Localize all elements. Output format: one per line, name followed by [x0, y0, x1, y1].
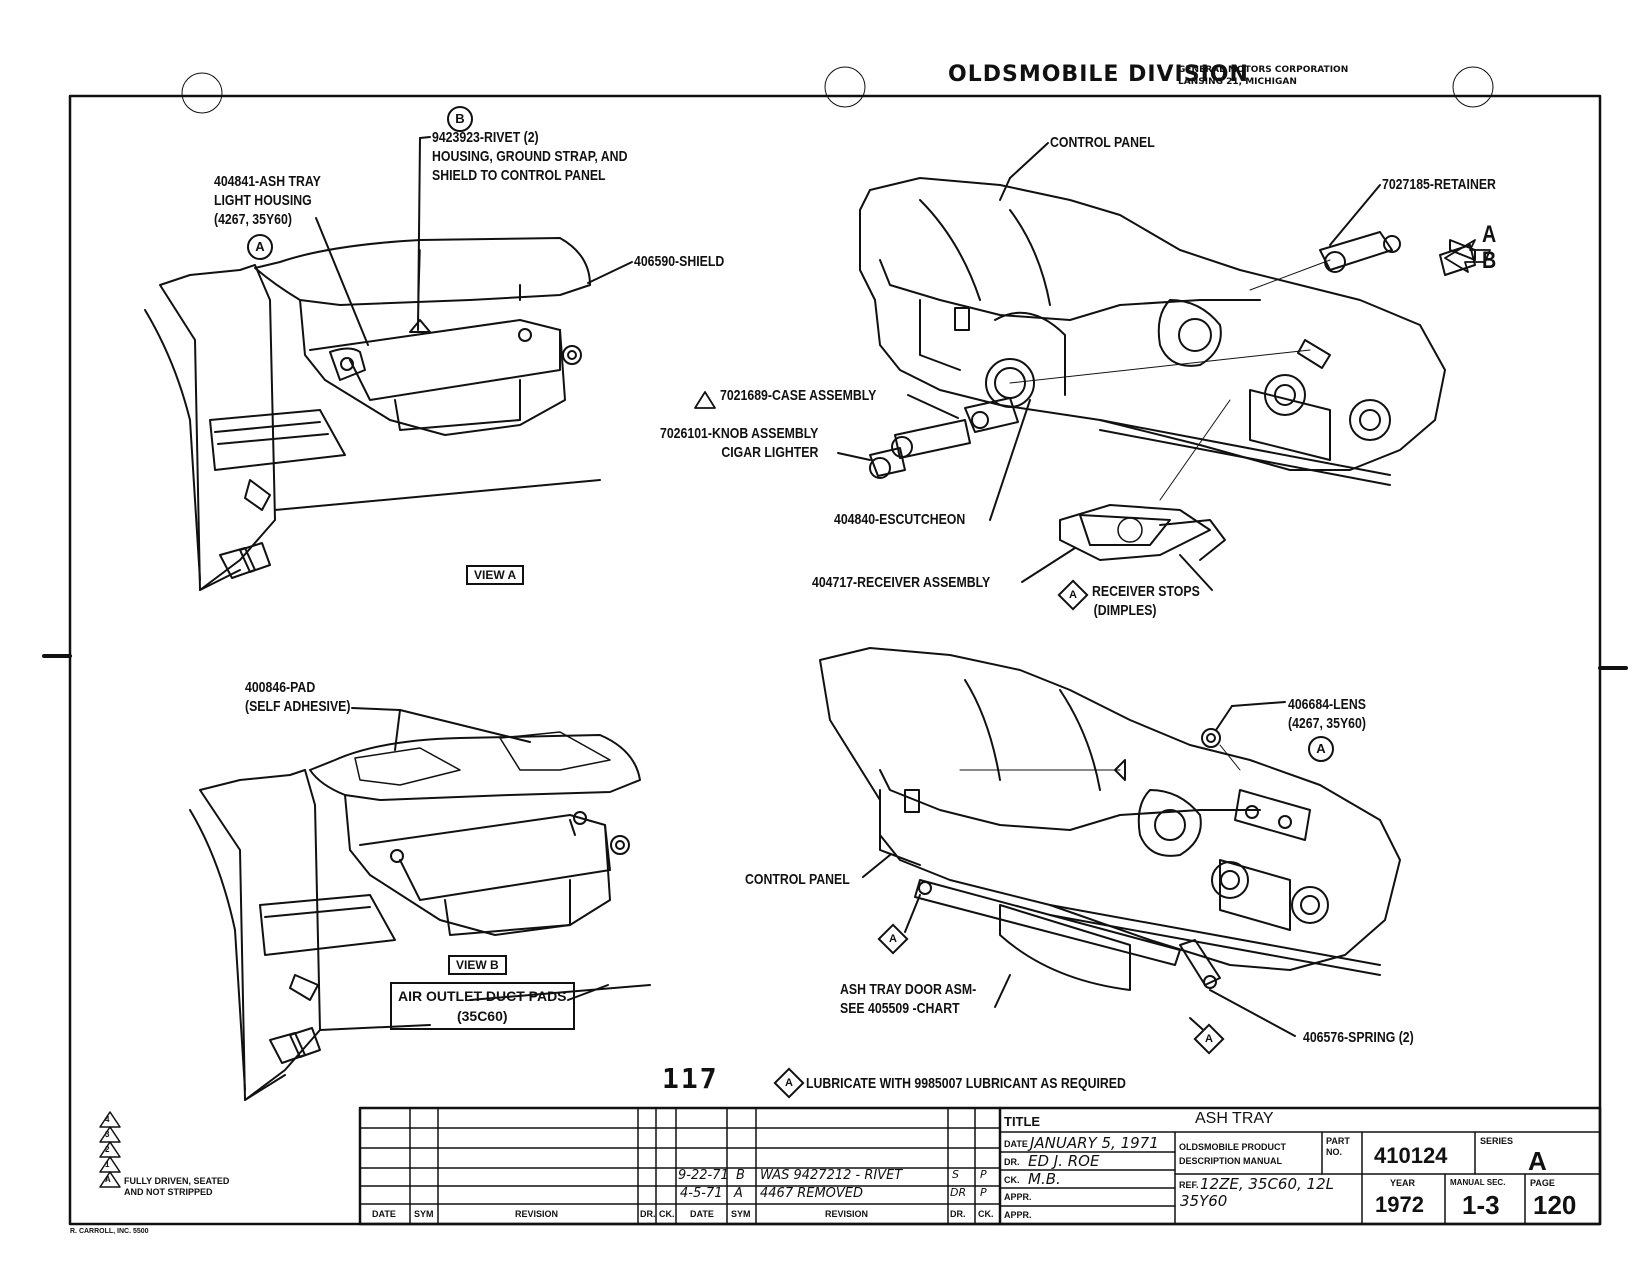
rev-row-1-revision: WAS 9427212 - RIVET	[760, 1168, 903, 1183]
printer-mark: R. CARROLL, INC. 5500	[70, 1228, 149, 1235]
exploded-illustration	[859, 177, 1476, 561]
year-label: YEAR	[1390, 1178, 1416, 1188]
legend-triangle-3: 3	[105, 1130, 110, 1139]
rev-row-1-date: 9-22-71	[678, 1168, 729, 1183]
lower-right-illustration	[819, 647, 1401, 991]
rev-row-2-revision: 4467 REMOVED	[760, 1186, 864, 1201]
rev-row-1-ck: P	[980, 1168, 987, 1181]
date-label: DATE	[1004, 1139, 1028, 1149]
series-label: SERIES	[1480, 1136, 1514, 1146]
rev-row-2-dr: DR	[950, 1186, 967, 1199]
rev-header-revision-left: REVISION	[515, 1209, 559, 1219]
lens-marker-circle: A	[1308, 736, 1334, 762]
control-panel-callout: CONTROL PANEL	[1050, 134, 1155, 151]
rev-row-1-dr: S	[952, 1168, 959, 1181]
rev-header-ck-left: CK.	[659, 1209, 675, 1219]
date-value: JANUARY 5, 1971	[1030, 1134, 1159, 1152]
lens-callout: 406684-LENS (4267, 35Y60)	[1288, 696, 1366, 732]
arrow-label-a: A	[1482, 221, 1497, 248]
rev-header-sym-left: SYM	[414, 1209, 434, 1219]
marker-b-circle: B	[447, 106, 473, 132]
view-a-illustration	[144, 237, 601, 591]
marker-a-circle: A	[247, 234, 273, 260]
shield-callout: 406590-SHIELD	[634, 253, 725, 270]
ref-value: 12ZE, 35C60, 12L 35Y60	[1180, 1175, 1335, 1210]
binder-hole-right	[1452, 66, 1494, 108]
rev-row-2-date: 4-5-71	[680, 1186, 723, 1201]
view-arrow-icon	[1444, 239, 1491, 273]
appr-label-1: APPR.	[1004, 1192, 1032, 1202]
legend-triangle-2: 2	[105, 1145, 110, 1154]
escutcheon-callout: 404840-ESCUTCHEON	[834, 511, 966, 528]
view-a-label: VIEW A	[466, 565, 525, 585]
ref-label: REF.	[1179, 1180, 1199, 1190]
appr-label-2: APPR.	[1004, 1210, 1032, 1220]
view-b-illustration	[189, 731, 651, 1101]
series-value: A	[1528, 1146, 1547, 1176]
rev-row-1-sym: B	[736, 1168, 745, 1183]
rev-header-date-right: DATE	[690, 1209, 714, 1219]
title-value: ASH TRAY	[1195, 1110, 1274, 1127]
dr-label: DR.	[1004, 1157, 1020, 1167]
division-address: GENERAL MOTORS CORPORATION LANSING 21, M…	[1178, 65, 1349, 87]
title-label: TITLE	[1004, 1114, 1041, 1129]
ck-label: CK.	[1004, 1175, 1020, 1185]
year-value: 1972	[1375, 1192, 1424, 1217]
legend-triangle-1: 1	[105, 1160, 110, 1169]
rev-header-dr-left: DR.	[640, 1209, 656, 1219]
rev-header-dr-right: DR.	[950, 1209, 966, 1219]
legend-note: FULLY DRIVEN, SEATED AND NOT STRIPPED	[124, 1176, 230, 1197]
lubricate-note: LUBRICATE WITH 9985007 LUBRICANT AS REQU…	[806, 1075, 1126, 1092]
rivet-callout: 9423923-RIVET (2) HOUSING, GROUND STRAP,…	[432, 129, 628, 184]
binder-hole-center	[824, 66, 866, 108]
drafter-value: ED J. ROE	[1028, 1152, 1100, 1170]
rev-header-sym-right: SYM	[731, 1209, 751, 1219]
delta-marker-icon	[694, 391, 716, 409]
case-assembly-callout: 7021689-CASE ASSEMBLY	[720, 387, 877, 404]
division-title: OLDSMOBILE DIVISION	[948, 62, 1249, 87]
product-manual-label: OLDSMOBILE PRODUCT DESCRIPTION MANUAL	[1179, 1142, 1286, 1166]
pad-callout: 400846-PAD (SELF ADHESIVE)	[245, 679, 351, 715]
part-no-label: PART NO.	[1326, 1136, 1350, 1157]
receiver-assembly-callout: 404717-RECEIVER ASSEMBLY	[812, 574, 991, 591]
checker-value: M.B.	[1028, 1170, 1061, 1188]
legend-triangles	[99, 1111, 121, 1188]
rev-row-2-sym: A	[734, 1186, 743, 1201]
part-no-value: 410124	[1374, 1143, 1448, 1168]
binder-hole-left	[181, 72, 223, 114]
legend-triangle-4: 4	[105, 1115, 110, 1124]
page-number: 117	[662, 1062, 719, 1095]
spring-callout: 406576-SPRING (2)	[1303, 1029, 1414, 1046]
lower-control-panel-callout: CONTROL PANEL	[745, 871, 850, 888]
receiver-stops-callout: RECEIVER STOPS (DIMPLES)	[1092, 583, 1200, 619]
ash-tray-housing-callout: 404841-ASH TRAY LIGHT HOUSING (4267, 35Y…	[214, 173, 321, 228]
title-block-grid	[358, 1106, 1602, 1226]
legend-triangle-a: A	[105, 1175, 111, 1184]
rev-header-ck-right: CK.	[978, 1209, 994, 1219]
page-label: PAGE	[1530, 1178, 1555, 1188]
rev-header-date-left: DATE	[372, 1209, 396, 1219]
page-value: 120	[1533, 1190, 1577, 1220]
retainer-callout: 7027185-RETAINER	[1382, 176, 1496, 193]
knob-assembly-callout: 7026101-KNOB ASSEMBLY CIGAR LIGHTER	[660, 425, 819, 461]
ash-tray-door-callout: ASH TRAY DOOR ASM- SEE 405509 -CHART	[840, 981, 977, 1017]
view-b-label: VIEW B	[448, 955, 507, 975]
manual-sec-value: 1-3	[1462, 1190, 1500, 1220]
rev-row-2-ck: P	[980, 1186, 987, 1199]
air-outlet-callout: AIR OUTLET DUCT PADS (35C60)	[390, 982, 575, 1030]
rev-header-revision-right: REVISION	[825, 1209, 869, 1219]
manual-sec-label: MANUAL SEC.	[1450, 1178, 1506, 1187]
arrow-label-b: B	[1482, 247, 1497, 274]
